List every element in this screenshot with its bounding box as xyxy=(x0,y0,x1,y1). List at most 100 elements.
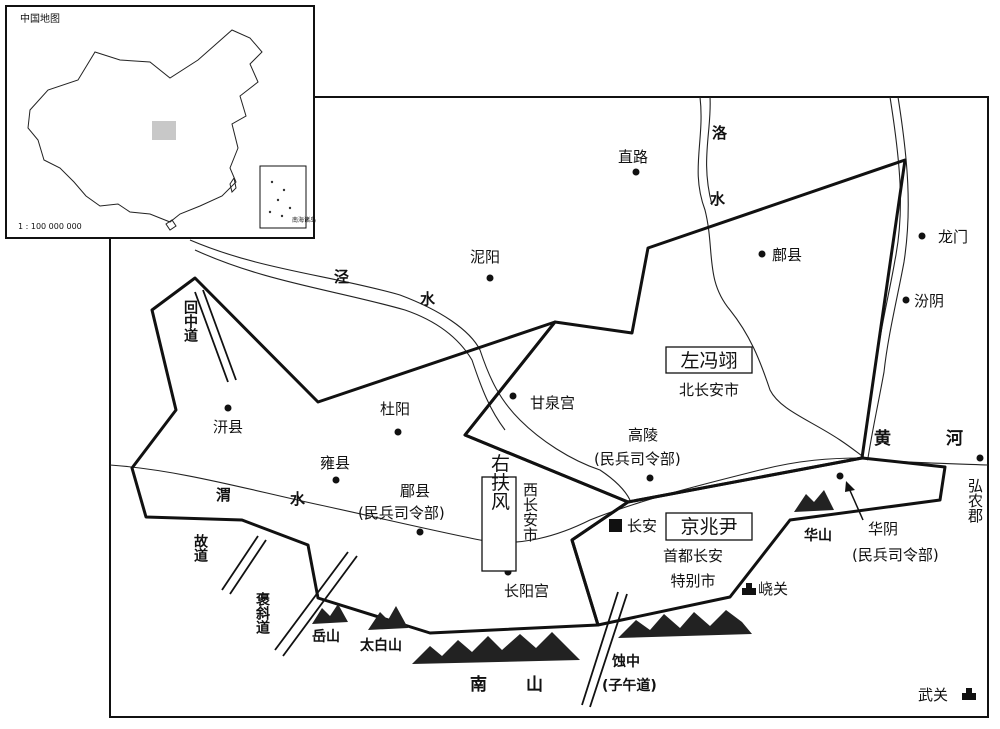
fuxian-dot xyxy=(758,250,766,258)
place-labels: 直路 泥阳 鄜县 龙门 汾阴 甘泉宫 高陵 (民兵司令部) 汧县 杜阳 雍县 郿… xyxy=(213,148,984,704)
ziwudao-label-a: 蚀中 xyxy=(611,653,640,670)
qianxian-label: 汧县 xyxy=(213,418,243,436)
meixian-label: 郿县 xyxy=(400,482,430,500)
zhilu-label: 直路 xyxy=(618,148,648,166)
zhilu-dot xyxy=(632,168,640,176)
huayin-note: (民兵司令部) xyxy=(852,546,939,564)
commandery-borders xyxy=(130,158,947,635)
huayin-arrow xyxy=(845,481,864,521)
huizhongdao-line-b xyxy=(202,289,237,381)
zuo-feng-yi-border xyxy=(463,158,907,504)
jing-zhao-yin-subtitle-2: 特别市 xyxy=(670,572,715,590)
mountain-labels: 岳山 太白山 南 山 华山 xyxy=(312,527,832,695)
inset-map: 中国地图 南海诸岛 1 : 100 000 000 xyxy=(5,5,316,239)
jing-river xyxy=(189,239,631,501)
nan-label: 南 xyxy=(470,674,487,695)
wei-river xyxy=(109,457,863,543)
wei-label: 渭 xyxy=(216,486,231,504)
road-labels: 回中道 故道 褒斜道 蚀中 (子午道) xyxy=(182,300,657,694)
south-sea-box xyxy=(259,165,307,229)
roads xyxy=(194,289,628,708)
gudao-line-a xyxy=(221,535,259,591)
south-sea-label: 南海诸岛 xyxy=(292,216,316,224)
changan-label: 长安 xyxy=(627,517,657,535)
china-outline xyxy=(27,29,263,223)
zuo-feng-yi-subtitle: 北长安市 xyxy=(679,381,739,399)
longmen-label: 龙门 xyxy=(938,228,968,246)
ziwudao-label-b: (子午道) xyxy=(602,677,657,694)
luo-river-bank xyxy=(706,96,713,206)
niyang-dot xyxy=(486,274,494,282)
yueshan-label: 岳山 xyxy=(312,628,340,645)
hainan-island xyxy=(165,219,177,231)
niyang-label: 泥阳 xyxy=(470,248,500,266)
huashan-label: 华山 xyxy=(804,527,832,544)
south-sea-islands xyxy=(268,180,292,218)
inset-scale: 1 : 100 000 000 xyxy=(18,222,82,231)
fenyin-label: 汾阴 xyxy=(914,292,944,310)
huizhongdao-label: 回中道 xyxy=(182,300,198,343)
longmen-dot xyxy=(918,232,926,240)
settlement-markers xyxy=(224,168,984,700)
wuguan-label: 武关 xyxy=(918,686,948,704)
jing-label: 泾 xyxy=(334,268,349,286)
yellow-river-2 xyxy=(867,96,909,459)
baoxiedao-line-b xyxy=(282,555,358,657)
gaoling-dot xyxy=(646,474,654,482)
duyang-label: 杜阳 xyxy=(380,400,410,418)
you-fu-feng-name: 右扶风 xyxy=(488,453,510,510)
he-label: 河 xyxy=(946,429,963,449)
wei-shui-label: 水 xyxy=(290,490,306,508)
huizhongdao-line-a xyxy=(194,291,229,383)
nanshan-range-2 xyxy=(618,610,752,638)
gaoling-label: 高陵 xyxy=(628,426,658,444)
fuxian-label: 鄜县 xyxy=(772,246,802,264)
jing-shui-label: 水 xyxy=(420,290,436,308)
yongxian-label: 雍县 xyxy=(320,454,350,472)
jing-river-2 xyxy=(194,249,506,431)
huang-label: 黄 xyxy=(874,428,891,449)
luo-shui-label: 水 xyxy=(710,190,726,208)
gaoling-note: (民兵司令部) xyxy=(594,450,681,468)
duyang-dot xyxy=(394,428,402,436)
zuo-feng-yi-name: 左冯翊 xyxy=(680,350,737,372)
taiwan-island xyxy=(229,176,237,193)
yueshan-peak xyxy=(312,604,348,624)
taibaishan-label: 太白山 xyxy=(360,637,402,654)
wuguan-gate-icon xyxy=(962,688,976,700)
meixian-dot xyxy=(416,528,424,536)
qianxian-dot xyxy=(224,404,232,412)
gudao-label: 故道 xyxy=(192,533,208,563)
ziwudao-line-a xyxy=(581,591,619,706)
zuo-feng-yi-box xyxy=(665,346,753,374)
changan-square xyxy=(609,519,622,532)
huashan-peak xyxy=(794,490,834,512)
you-fu-feng-box xyxy=(481,476,517,572)
taibaishan-peak xyxy=(368,606,408,630)
jing-zhao-yin-name: 京兆尹 xyxy=(680,516,737,538)
baoxiedao-label: 褒斜道 xyxy=(254,591,271,635)
inset-title: 中国地图 xyxy=(20,12,60,25)
inset-highlight-area xyxy=(152,121,176,140)
ziwudao-line-b xyxy=(589,593,628,708)
you-fu-feng-border xyxy=(130,276,630,635)
yongxian-dot xyxy=(332,476,340,484)
hongnong-dot xyxy=(976,454,984,462)
hongnongjun-label: 弘农郡 xyxy=(966,478,984,523)
jing-zhao-yin-border xyxy=(570,456,947,627)
ganquangong-label: 甘泉宫 xyxy=(530,394,575,412)
river-labels: 洛 水 泾 水 渭 水 黄 河 xyxy=(216,124,963,508)
jing-zhao-yin-box xyxy=(665,512,753,541)
luo-label: 洛 xyxy=(712,124,728,142)
huayin-dot xyxy=(836,472,844,480)
mountains xyxy=(312,490,834,664)
fenyin-dot xyxy=(902,296,910,304)
baoxiedao-line-a xyxy=(274,551,349,651)
you-fu-feng-subtitle: 西长安市 xyxy=(521,482,539,542)
huayin-label: 华阴 xyxy=(868,520,898,538)
nanshan-range xyxy=(412,632,580,664)
meixian-note: (民兵司令部) xyxy=(358,504,445,522)
gudao-line-b xyxy=(229,539,267,595)
